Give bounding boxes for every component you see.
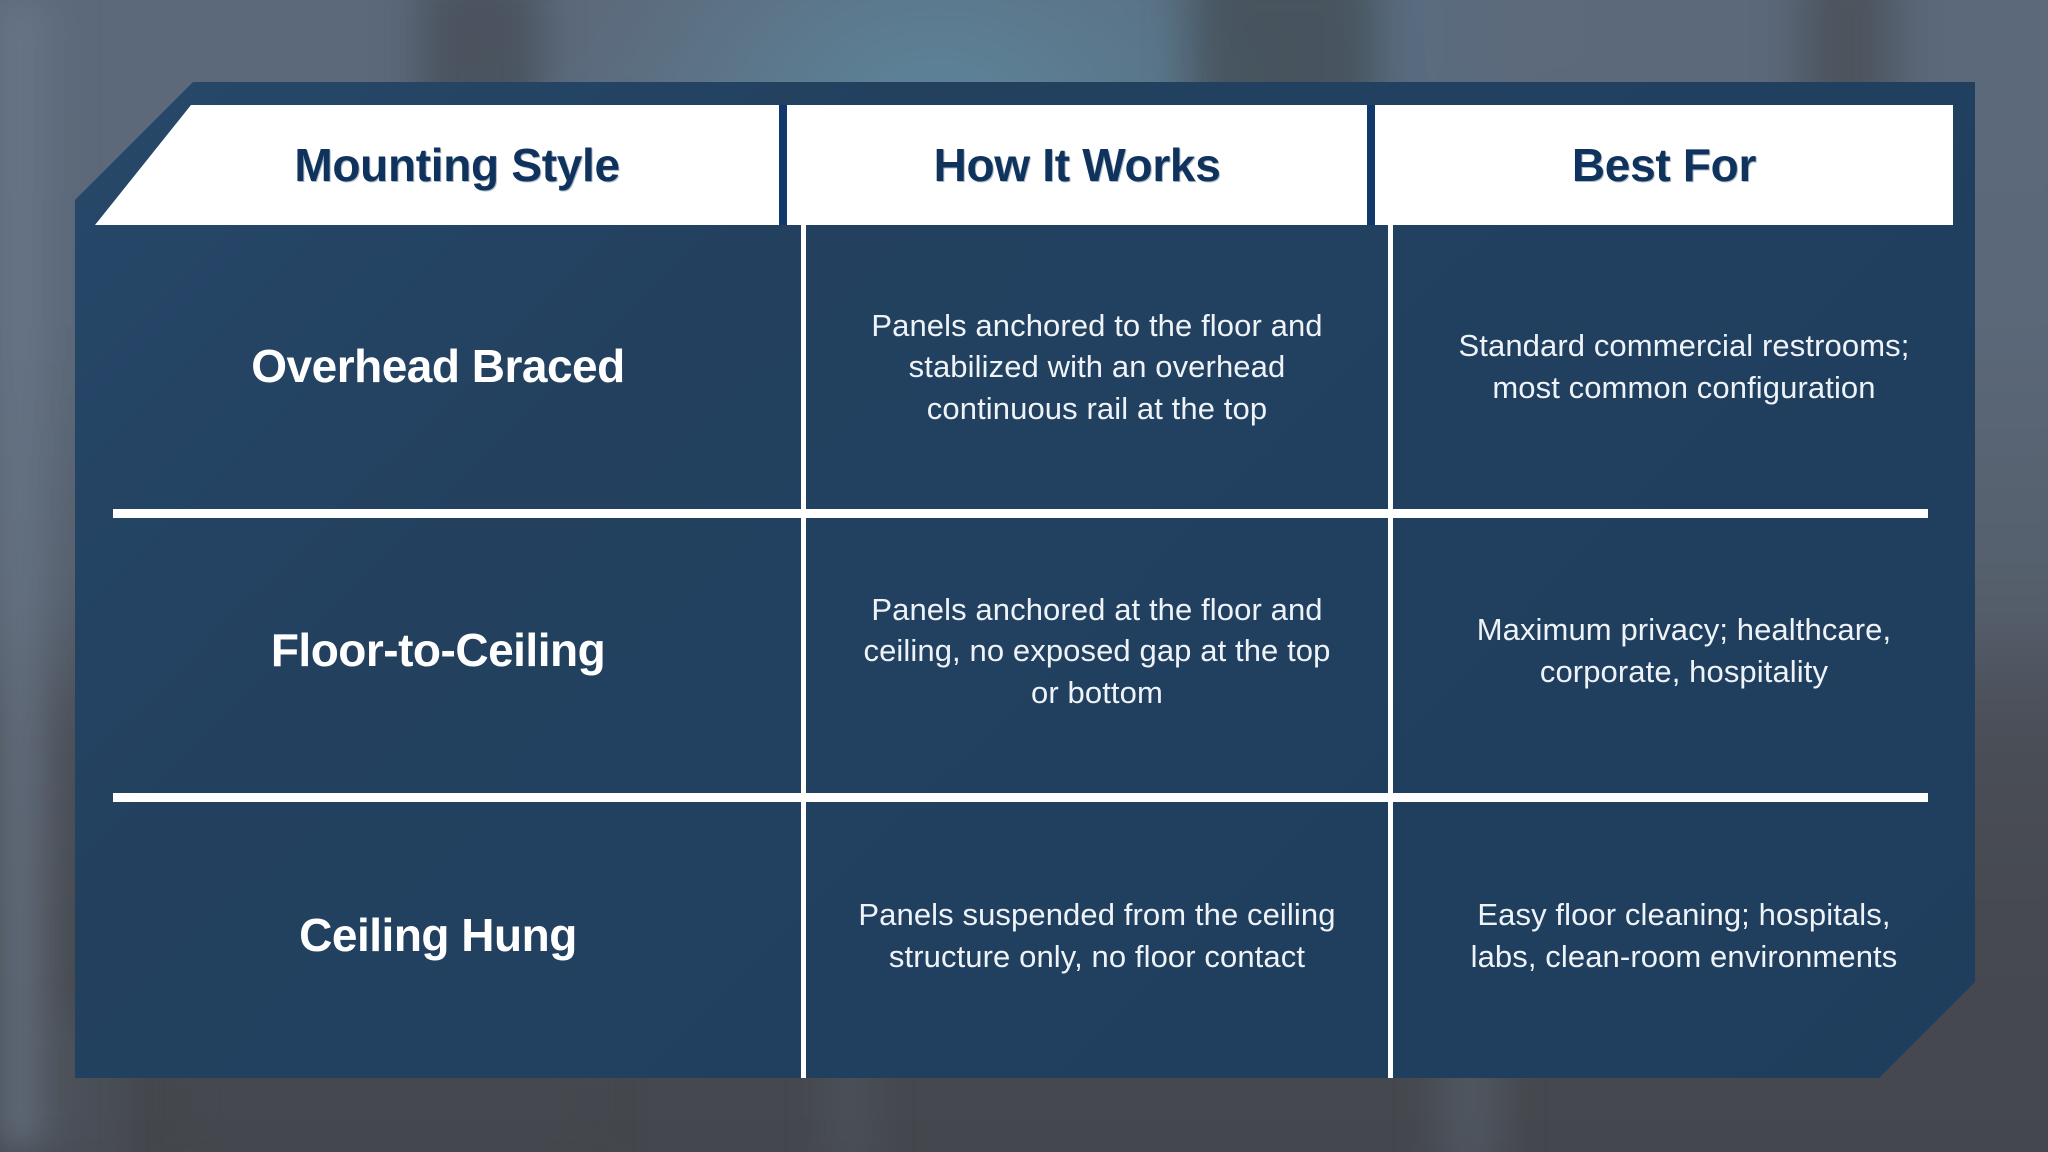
table-row: Ceiling Hung Panels suspended from the c…: [75, 793, 1975, 1078]
row-divider: [113, 509, 1928, 518]
column-divider: [1387, 509, 1393, 793]
table-header-cell-best-for: Best For: [1374, 105, 1953, 225]
table-header-row: Mounting Style How It Works Best For: [95, 105, 1953, 225]
column-divider: [1387, 793, 1393, 1078]
column-divider: [801, 225, 806, 509]
column-header-label: Mounting Style: [294, 139, 620, 191]
background-edge-highlight: [0, 0, 70, 1152]
table-body: Overhead Braced Panels anchored to the f…: [75, 225, 1975, 1078]
column-divider: [801, 509, 806, 793]
column-header-label: Best For: [1571, 139, 1757, 191]
cell-best-for: Standard commercial restrooms; most comm…: [1393, 225, 1975, 509]
column-divider: [1387, 225, 1393, 509]
mounting-style-label: Floor-to-Ceiling: [270, 624, 606, 677]
table-header-cell-mounting-style: Mounting Style: [95, 105, 780, 225]
how-it-works-text: Panels suspended from the ceiling struct…: [858, 896, 1336, 974]
mounting-style-label: Overhead Braced: [251, 340, 625, 393]
cell-mounting-style: Floor-to-Ceiling: [75, 509, 801, 793]
cell-best-for: Easy floor cleaning; hospitals, labs, cl…: [1393, 793, 1975, 1078]
table-row: Overhead Braced Panels anchored to the f…: [75, 225, 1975, 509]
header-column-divider: [779, 105, 788, 225]
cell-mounting-style: Ceiling Hung: [75, 793, 801, 1078]
column-header-label: How It Works: [933, 139, 1221, 191]
comparison-table-panel: [75, 82, 1975, 1078]
table-header-cell-how-it-works: How It Works: [787, 105, 1368, 225]
best-for-text: Maximum privacy; healthcare, corporate, …: [1476, 612, 1892, 689]
header-column-divider: [1367, 105, 1375, 225]
how-it-works-text: Panels anchored at the floor and ceiling…: [863, 591, 1331, 710]
how-it-works-text: Panels anchored to the floor and stabili…: [871, 307, 1323, 426]
cell-mounting-style: Overhead Braced: [75, 225, 801, 509]
cell-how-it-works: Panels anchored to the floor and stabili…: [806, 225, 1388, 509]
column-divider: [801, 793, 806, 1078]
cell-best-for: Maximum privacy; healthcare, corporate, …: [1393, 509, 1975, 793]
best-for-text: Easy floor cleaning; hospitals, labs, cl…: [1470, 896, 1898, 974]
cell-how-it-works: Panels suspended from the ceiling struct…: [806, 793, 1388, 1078]
mounting-style-label: Ceiling Hung: [299, 908, 577, 961]
row-divider: [113, 793, 1928, 802]
table-row: Floor-to-Ceiling Panels anchored at the …: [75, 509, 1975, 793]
best-for-text: Standard commercial restrooms; most comm…: [1458, 328, 1910, 405]
cell-how-it-works: Panels anchored at the floor and ceiling…: [806, 509, 1388, 793]
